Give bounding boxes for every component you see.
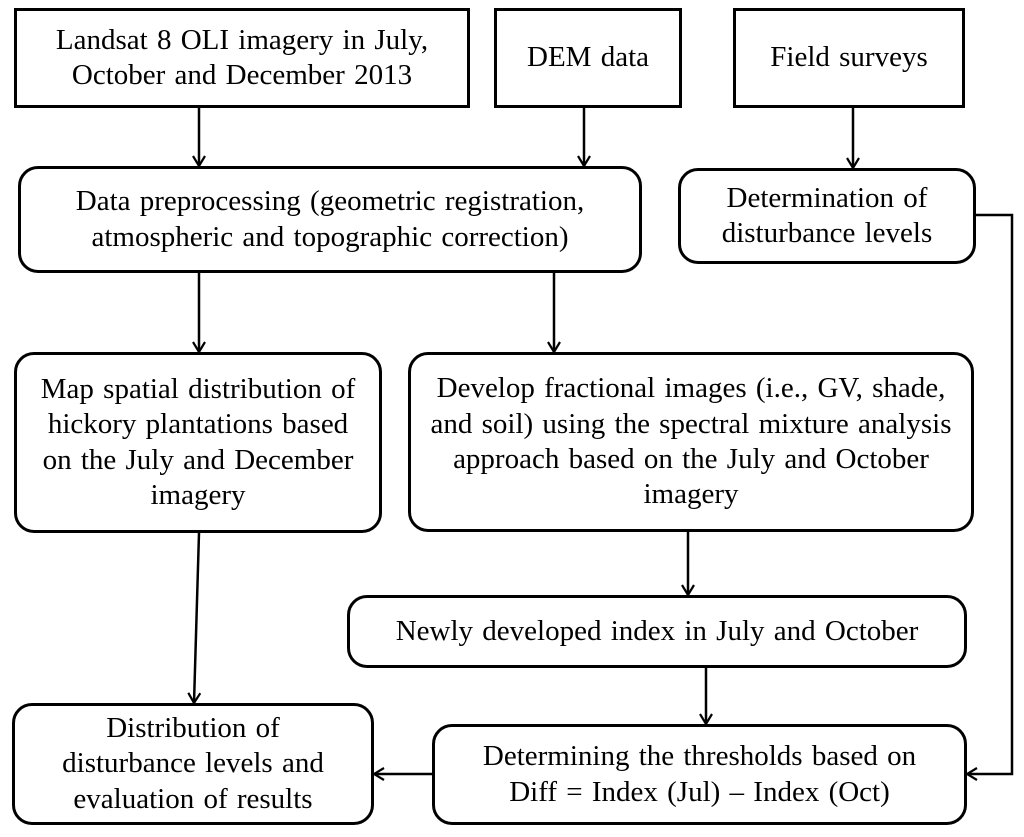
- fractional-images-box: Develop fractional images (i.e., GV, sha…: [408, 352, 974, 532]
- data-preprocessing-box: Data preprocessing (geometric registrati…: [18, 166, 642, 273]
- disturbance-levels-label: Determination of disturbance levels: [721, 181, 933, 249]
- dem-data-box: DEM data: [494, 8, 682, 108]
- determining-thresholds-label: Determining the thresholds based on Diff…: [482, 740, 917, 808]
- newly-developed-index-box: Newly developed index in July and Octobe…: [347, 595, 967, 668]
- dem-data-label: DEM data: [527, 41, 649, 74]
- field-surveys-label: Field surveys: [770, 41, 928, 74]
- distribution-results-box: Distribution of disturbance levels and e…: [12, 703, 374, 825]
- map-distribution-box: Map spatial distribution of hickory plan…: [14, 352, 382, 533]
- field-surveys-box: Field surveys: [733, 8, 965, 108]
- arrow-disturbance-to-thresholds: [967, 213, 1014, 774]
- landsat-imagery-box: Landsat 8 OLI imagery in July, October a…: [14, 8, 470, 108]
- landsat-imagery-label: Landsat 8 OLI imagery in July, October a…: [55, 23, 429, 91]
- arrow-map-to-results: [194, 532, 199, 703]
- disturbance-levels-box: Determination of disturbance levels: [678, 168, 976, 264]
- data-preprocessing-label: Data preprocessing (geometric registrati…: [75, 185, 585, 253]
- fractional-images-label: Develop fractional images (i.e., GV, sha…: [430, 372, 952, 511]
- determining-thresholds-box: Determining the thresholds based on Diff…: [432, 724, 967, 825]
- map-distribution-label: Map spatial distribution of hickory plan…: [40, 372, 356, 511]
- newly-developed-index-label: Newly developed index in July and Octobe…: [395, 614, 919, 647]
- distribution-results-label: Distribution of disturbance levels and e…: [62, 711, 324, 815]
